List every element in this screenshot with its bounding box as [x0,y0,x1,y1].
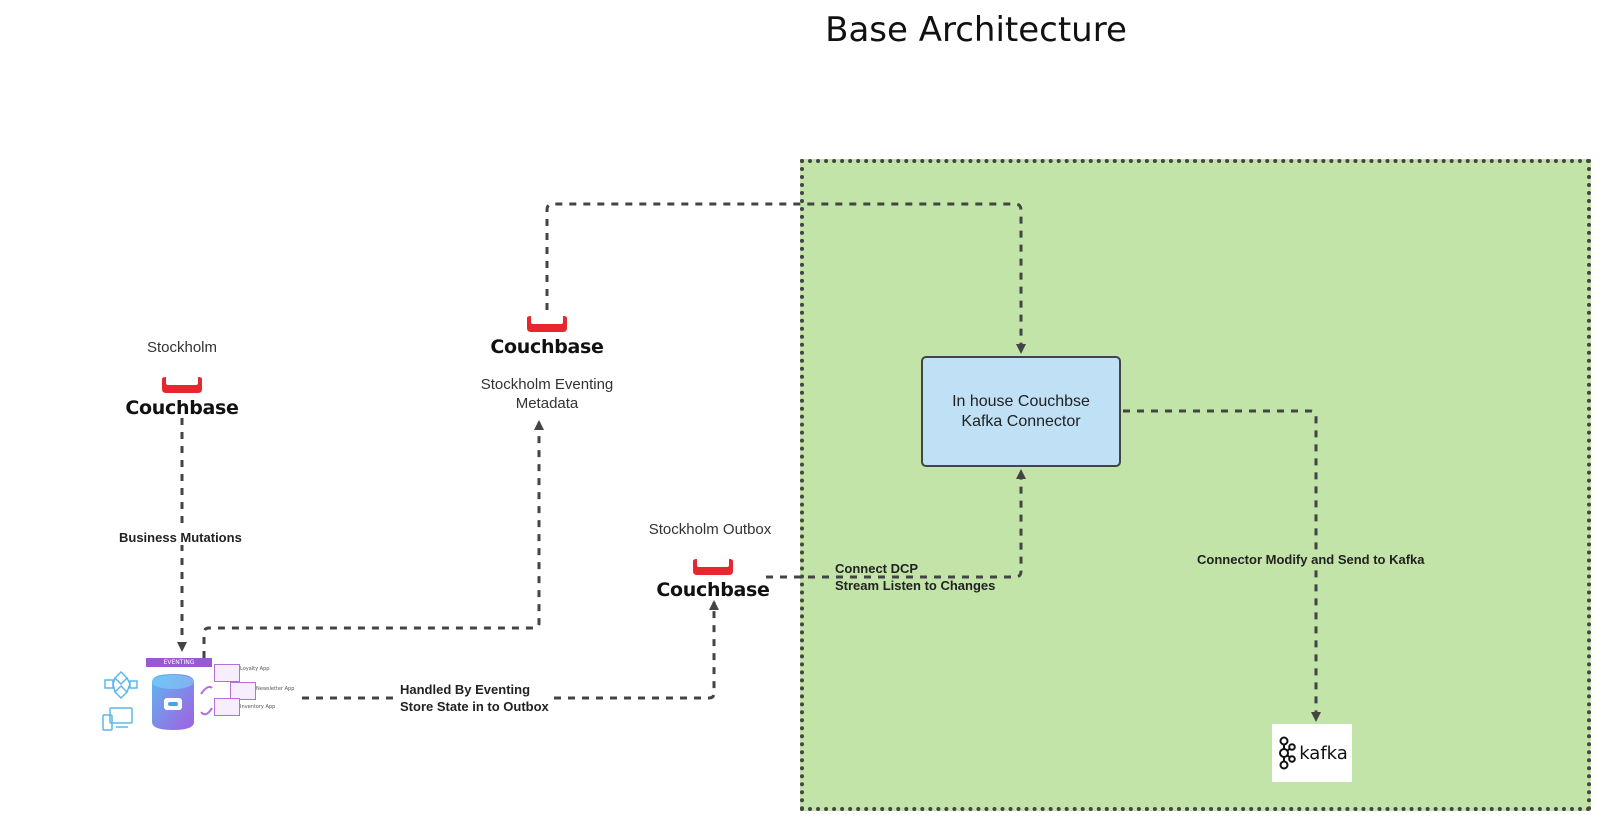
connector-line2: Kafka Connector [961,412,1081,430]
label-dcp-line1: Connect DCP [835,561,919,576]
stockholm-couchbase-logo: Couchbase [122,375,242,419]
app-label-newsletter: Newsletter App [256,686,295,692]
sync-arrows-icon [200,685,213,716]
app-card-icon [214,664,240,682]
label-handled-by-eventing: Handled By Eventing Store State in to Ou… [400,681,549,715]
outbox-label: Stockholm Outbox [648,521,772,538]
eventing-badge: EVENTING [146,658,212,667]
couchbase-logo-icon [527,316,567,332]
label-business-mutations: Business Mutations [119,530,242,545]
metadata-label-line1: Stockholm Eventing [480,376,614,393]
label-handled-line2: Store State in to Outbox [400,699,549,714]
app-label-inventory: Inventory App [240,704,276,710]
edge-to-metadata [202,420,544,658]
workflow-icon [104,670,138,700]
database-icon [152,674,194,730]
connector-line1: In house Couchbse [952,392,1090,410]
label-handled-line1: Handled By Eventing [400,682,531,697]
edge-metadata-to-connector [545,202,1026,354]
kafka-connector-box: In house Couchbse Kafka Connector [921,356,1121,467]
couchbase-logo-icon [693,559,733,575]
app-list: Loyalty App Newsletter App Inventory App [214,664,306,736]
metadata-couchbase-logo: Couchbase [487,314,607,358]
couchbase-wordmark: Couchbase [656,579,770,601]
outbox-couchbase-logo: Couchbase [653,557,773,601]
app-card-icon [214,698,240,716]
couchbase-wordmark: Couchbase [125,397,239,419]
metadata-label: Stockholm Eventing Metadata [457,375,637,413]
couchbase-logo-icon [162,377,202,393]
connector-zone [800,159,1591,811]
app-label-loyalty: Loyalty App [240,666,270,672]
kafka-icon [1279,736,1296,770]
couchbase-wordmark: Couchbase [490,336,604,358]
edge-connector-to-kafka [1123,409,1321,722]
edge-outbox-to-connector [766,469,1026,579]
label-dcp-line2: Stream Listen to Changes [835,578,996,593]
eventing-cluster: EVENTING Loyalty App Newsletter App Inve… [100,658,310,738]
metadata-label-line2: Metadata [515,395,579,412]
page-title: Base Architecture [825,10,1127,50]
app-card-icon [230,682,256,700]
edge-eventing-to-outbox [302,600,719,700]
stockholm-label: Stockholm [146,339,218,356]
kafka-logo: kafka [1272,724,1352,782]
devices-icon [102,707,133,731]
label-connect-dcp: Connect DCP Stream Listen to Changes [835,560,995,594]
label-connector-send-kafka: Connector Modify and Send to Kafka [1197,552,1425,567]
kafka-wordmark: kafka [1299,742,1348,764]
